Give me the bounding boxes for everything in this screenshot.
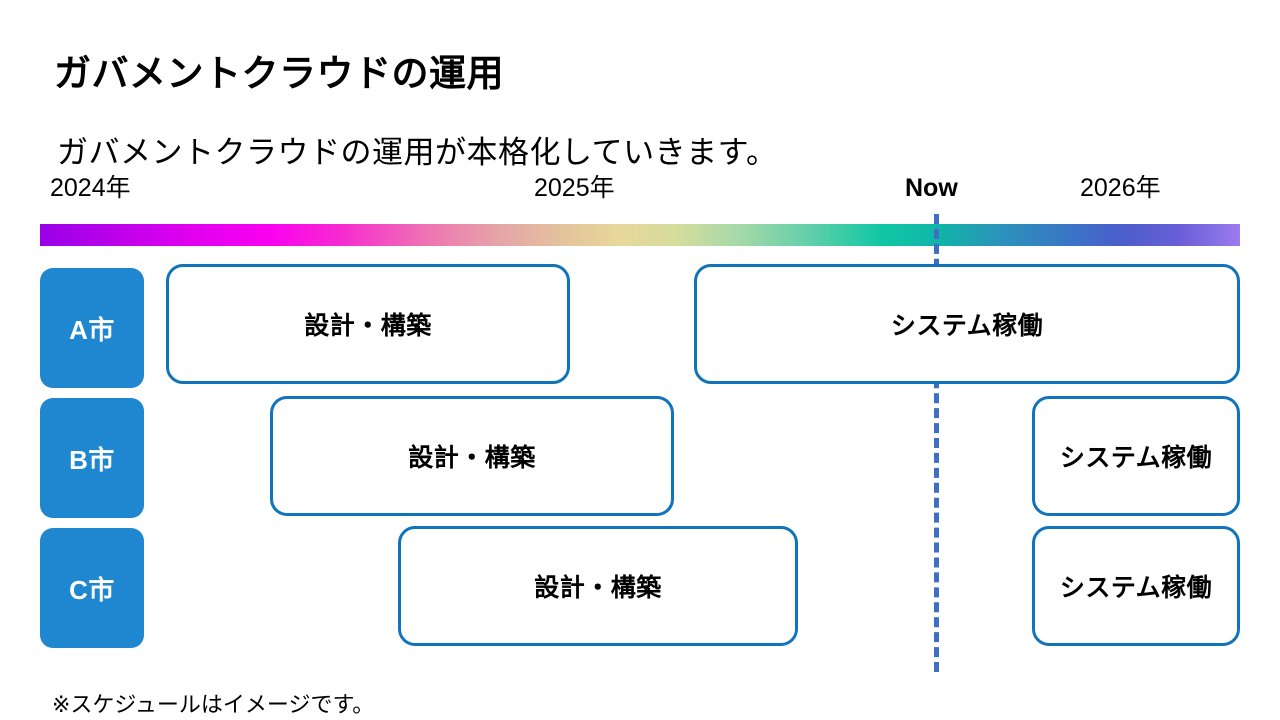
- timeline-label-2025: 2025年: [534, 174, 615, 202]
- city-label-C市: C市: [40, 528, 144, 648]
- task-bar: 設計・構築: [270, 396, 674, 516]
- timeline-label-Now: Now: [905, 174, 958, 202]
- city-label-B市: B市: [40, 398, 144, 518]
- footnote: ※スケジュールはイメージです。: [52, 692, 375, 717]
- timeline-label-2026: 2026年: [1080, 174, 1161, 202]
- task-bar: 設計・構築: [166, 264, 570, 384]
- city-label-A市: A市: [40, 268, 144, 388]
- task-bar: システム稼働: [694, 264, 1240, 384]
- task-bar: 設計・構築: [398, 526, 798, 646]
- now-marker-line: [934, 214, 939, 672]
- timeline-gradient-bar: [40, 224, 1240, 246]
- page-title: ガバメントクラウドの運用: [54, 52, 504, 94]
- page-subtitle: ガバメントクラウドの運用が本格化していきます。: [57, 135, 778, 170]
- task-bar: システム稼働: [1032, 396, 1240, 516]
- timeline-label-2024: 2024年: [50, 174, 131, 202]
- timeline-axis-labels: 2024年 2025年 Now 2026年: [0, 0, 1280, 220]
- task-bar: システム稼働: [1032, 526, 1240, 646]
